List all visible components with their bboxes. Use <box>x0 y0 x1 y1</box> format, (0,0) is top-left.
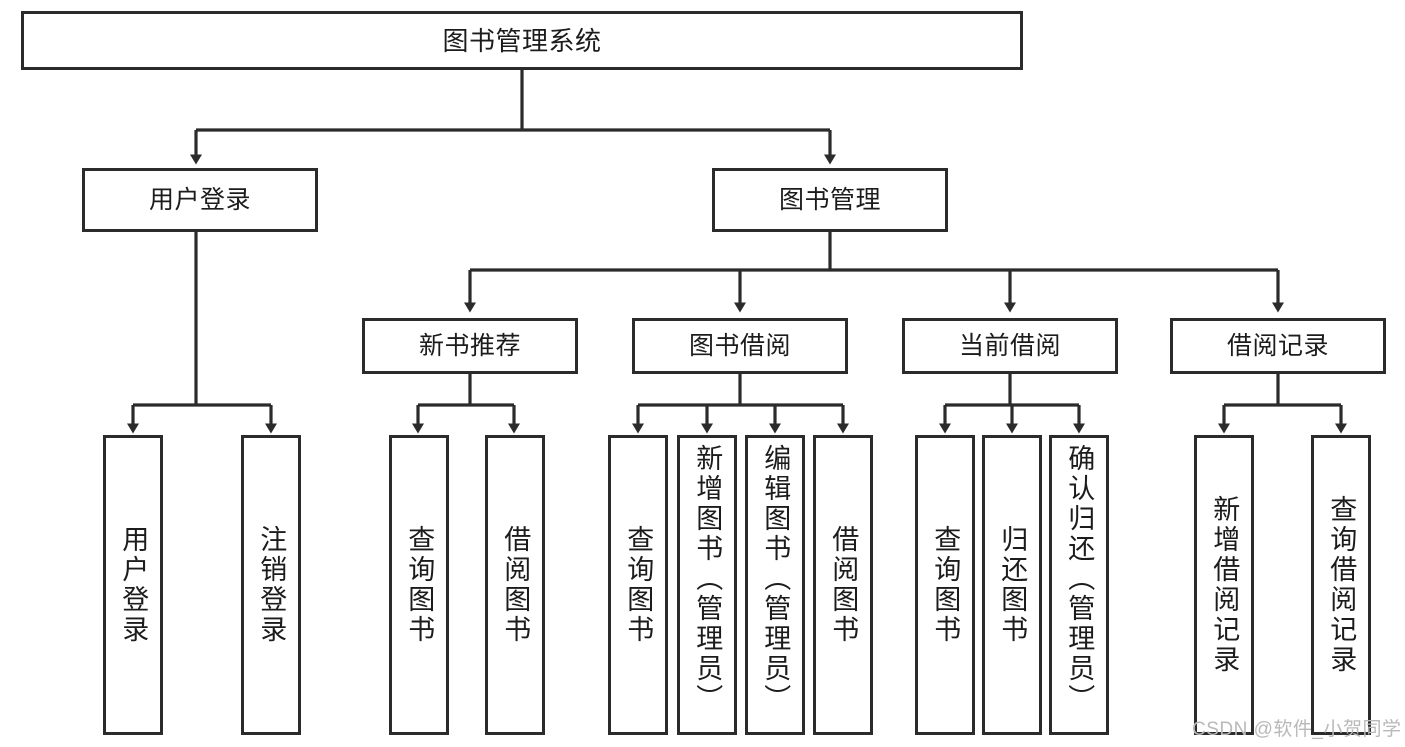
leaf-query-book-1[interactable]: 查询图书 <box>389 435 449 735</box>
node-borrow-record[interactable]: 借阅记录 <box>1170 318 1386 374</box>
leaf-confirm-return-label: 确认归还（管理员） <box>1064 444 1095 714</box>
node-user-login-label: 用户登录 <box>148 185 251 214</box>
leaf-borrow-book-1-label: 借阅图书 <box>500 525 531 645</box>
leaf-query-record-label: 查询借阅记录 <box>1326 495 1357 675</box>
leaf-user-login-label: 用户登录 <box>118 525 149 645</box>
leaf-return-book-label: 归还图书 <box>997 525 1028 645</box>
leaf-query-record[interactable]: 查询借阅记录 <box>1311 435 1371 735</box>
leaf-query-book-3-label: 查询图书 <box>930 525 961 645</box>
node-book-manage-label: 图书管理 <box>778 185 881 214</box>
leaf-query-book-3[interactable]: 查询图书 <box>915 435 975 735</box>
leaf-edit-book[interactable]: 编辑图书（管理员） <box>745 435 805 735</box>
leaf-add-book-label: 新增图书（管理员） <box>692 444 723 714</box>
leaf-query-book-2-label: 查询图书 <box>623 525 654 645</box>
leaf-user-login[interactable]: 用户登录 <box>103 435 163 735</box>
leaf-query-book-2[interactable]: 查询图书 <box>608 435 668 735</box>
node-borrow-record-label: 借阅记录 <box>1226 331 1329 360</box>
leaf-borrow-book-1[interactable]: 借阅图书 <box>485 435 545 735</box>
leaf-confirm-return[interactable]: 确认归还（管理员） <box>1049 435 1109 735</box>
node-new-book-rec[interactable]: 新书推荐 <box>362 318 578 374</box>
leaf-edit-book-label: 编辑图书（管理员） <box>760 444 791 714</box>
leaf-add-book[interactable]: 新增图书（管理员） <box>677 435 737 735</box>
node-current-borrow[interactable]: 当前借阅 <box>902 318 1118 374</box>
leaf-logout-label: 注销登录 <box>256 525 287 645</box>
leaf-add-record[interactable]: 新增借阅记录 <box>1194 435 1254 735</box>
node-book-borrow[interactable]: 图书借阅 <box>632 318 848 374</box>
leaf-add-record-label: 新增借阅记录 <box>1209 495 1240 675</box>
leaf-borrow-book-2-label: 借阅图书 <box>828 525 859 645</box>
leaf-return-book[interactable]: 归还图书 <box>982 435 1042 735</box>
node-new-book-rec-label: 新书推荐 <box>418 331 521 360</box>
watermark: CSDN @软件_小贺同学 <box>1192 719 1402 740</box>
leaf-logout[interactable]: 注销登录 <box>241 435 301 735</box>
node-root-label: 图书管理系统 <box>442 25 602 56</box>
node-current-borrow-label: 当前借阅 <box>958 331 1061 360</box>
leaf-borrow-book-2[interactable]: 借阅图书 <box>813 435 873 735</box>
leaf-query-book-1-label: 查询图书 <box>404 525 435 645</box>
node-book-manage[interactable]: 图书管理 <box>712 168 948 232</box>
node-book-borrow-label: 图书借阅 <box>688 331 791 360</box>
node-root[interactable]: 图书管理系统 <box>21 11 1023 70</box>
node-user-login[interactable]: 用户登录 <box>82 168 318 232</box>
